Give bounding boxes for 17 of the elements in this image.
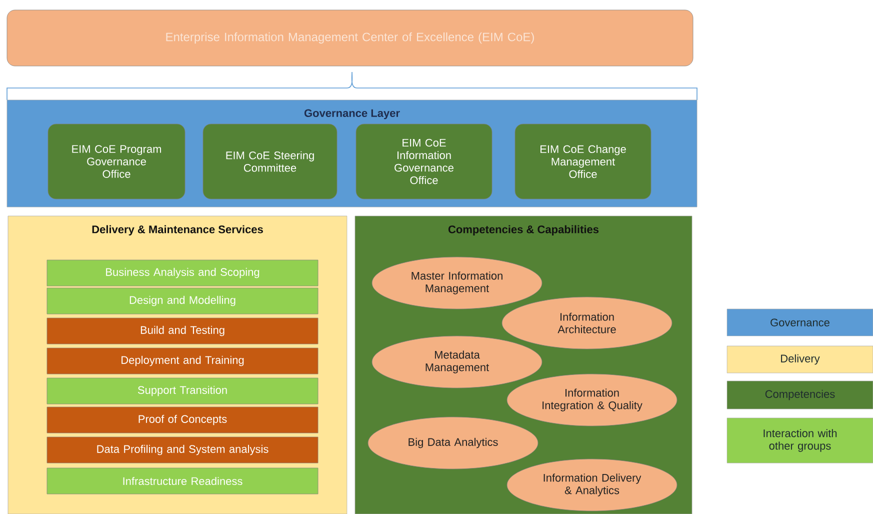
legend-label: Governance <box>770 318 830 326</box>
committee-box: EIM CoE Steering Committee <box>202 124 338 200</box>
service-bar: Business Analysis and Scoping <box>46 260 318 286</box>
title-box: Enterprise Information Management Center of Excellence (EIM CoE) <box>6 10 694 66</box>
service-bar: Build and Testing <box>46 318 318 344</box>
service-bar: Design and Modelling <box>46 288 318 314</box>
service-bar: Data Profiling and System analysis <box>46 436 318 464</box>
legend-label: Competencies <box>765 390 835 400</box>
office-box: EIM CoE Information Governance Office <box>356 124 492 200</box>
service-bar: Support Transition <box>46 378 318 404</box>
office-box: EIM CoE Change Management Office <box>514 124 652 200</box>
office-box: EIM CoE Program Governance Office <box>48 124 186 200</box>
legend-label: Delivery <box>781 354 820 365</box>
service-bar: Proof of Concepts <box>46 406 318 434</box>
legend-label: Interaction with other groups <box>764 429 837 452</box>
service-bar: Infrastructure Readiness <box>46 468 318 494</box>
service-bar: Deployment and Training <box>46 348 318 374</box>
